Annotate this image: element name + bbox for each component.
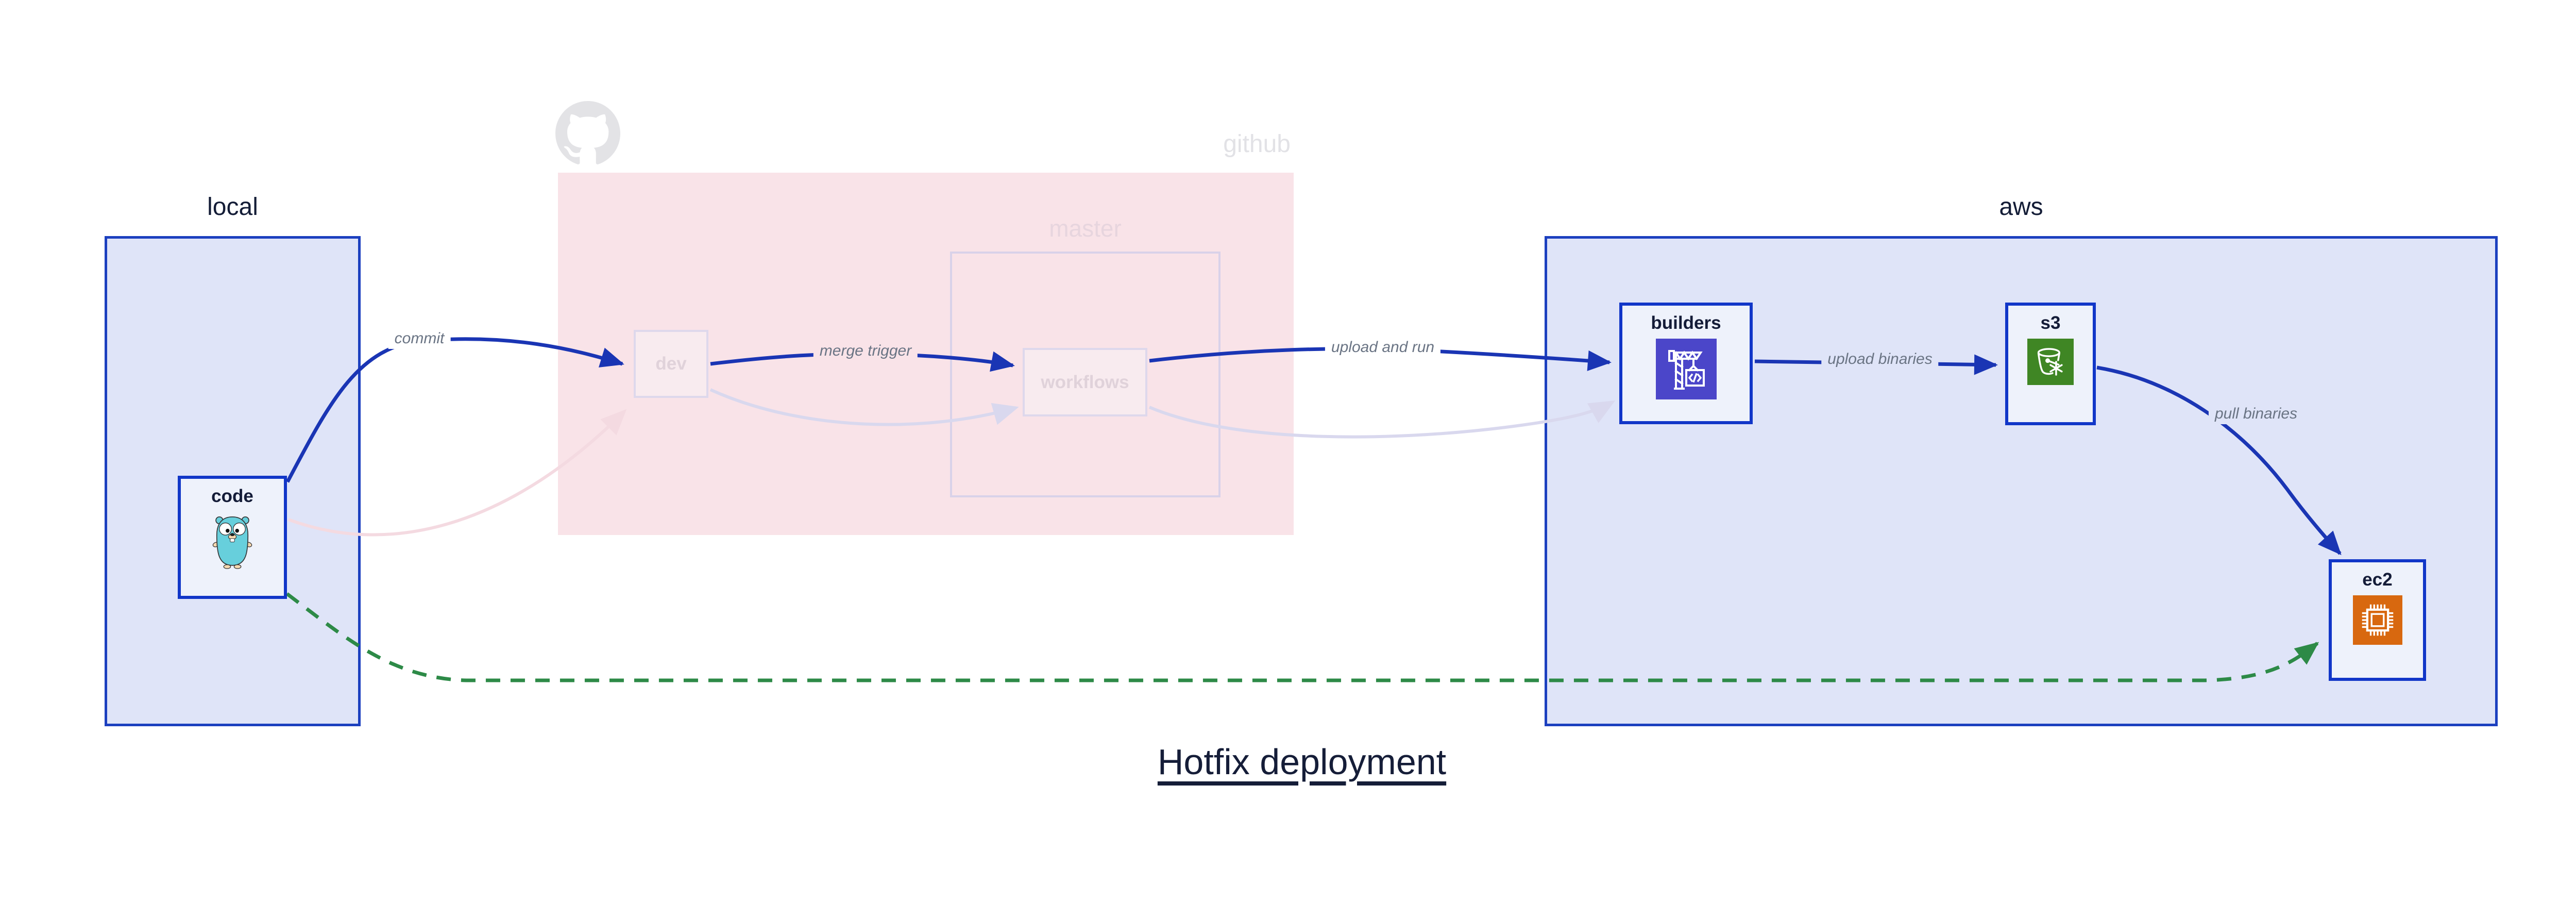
master-branch-label: master <box>1049 215 1122 242</box>
edge-upload-binaries-label: upload binaries <box>1821 349 1939 370</box>
node-dev-label: dev <box>655 354 687 374</box>
node-dev: dev <box>634 330 708 398</box>
go-gopher-icon <box>211 512 254 570</box>
node-ec2-label: ec2 <box>2362 570 2393 590</box>
aws-s3-glacier-bucket-icon <box>2027 339 2074 385</box>
edge-hotfix-dashed-line <box>285 592 2319 682</box>
node-builders: builders <box>1619 303 1753 424</box>
local-group-label: local <box>207 193 258 221</box>
edge-pull-binaries-label: pull binaries <box>2208 404 2304 424</box>
edge-pull-binaries-line <box>2096 365 2342 555</box>
node-s3-label: s3 <box>2040 313 2061 333</box>
aws-codebuild-crane-icon <box>1655 339 1717 399</box>
github-group-label: github <box>1223 130 1291 158</box>
edge-upload-and-run-label: upload and run <box>1325 338 1441 358</box>
node-code-label: code <box>211 486 253 506</box>
node-builders-label: builders <box>1651 313 1721 333</box>
edge-workflows-to-builders-faded <box>1148 400 1616 439</box>
github-octocat-icon <box>555 101 620 164</box>
edge-commit-line <box>285 337 624 483</box>
edge-commit-label: commit <box>388 329 451 349</box>
node-workflows-label: workflows <box>1041 372 1129 392</box>
node-workflows: workflows <box>1023 348 1147 416</box>
master-branch-box <box>950 252 1221 497</box>
aws-group-label: aws <box>1999 193 2043 221</box>
diagram-title: Hotfix deployment <box>1157 742 1447 782</box>
node-code: code <box>178 476 287 599</box>
aws-ec2-chip-icon <box>2352 595 2402 645</box>
node-ec2: ec2 <box>2329 559 2426 681</box>
node-s3: s3 <box>2005 303 2096 425</box>
edge-dev-to-workflows-faded <box>709 388 1019 426</box>
edge-code-to-dev-faded <box>287 409 627 537</box>
edge-merge-trigger-label: merge trigger <box>813 341 918 361</box>
